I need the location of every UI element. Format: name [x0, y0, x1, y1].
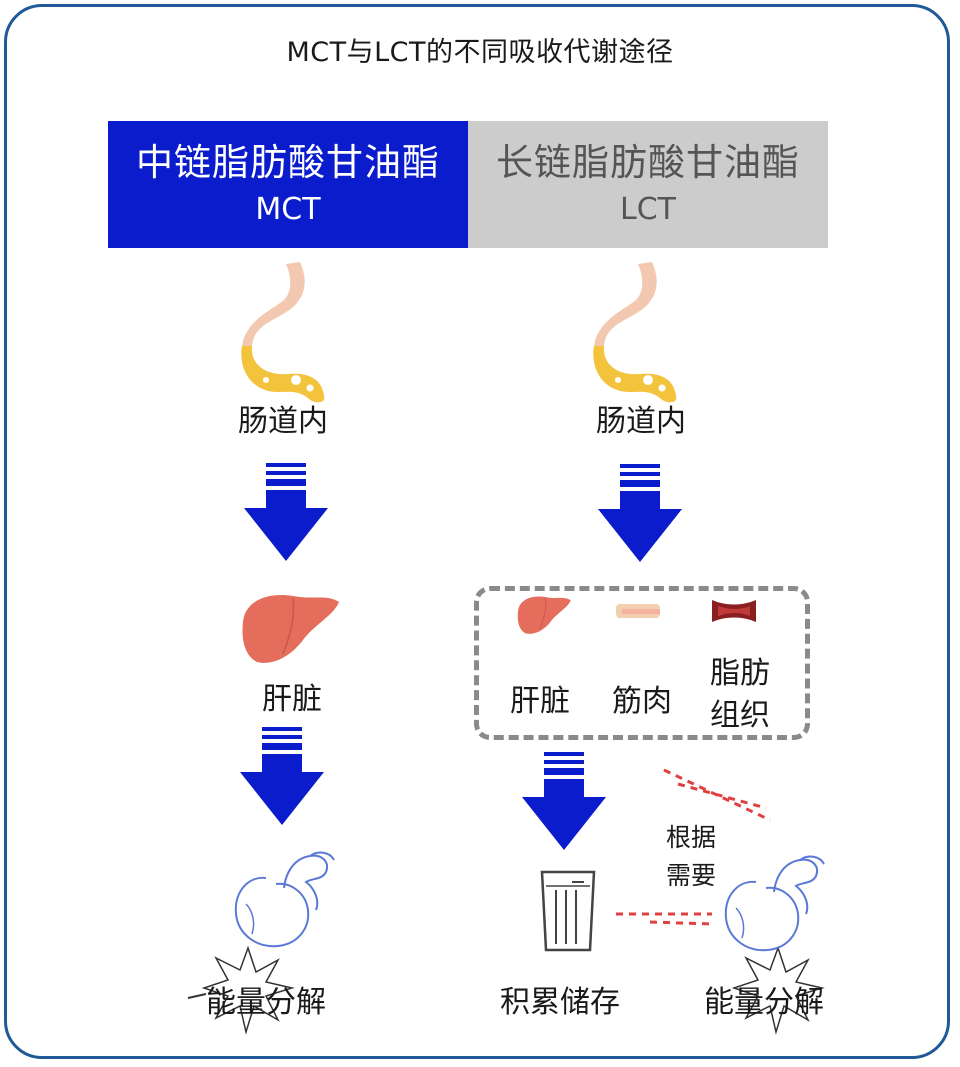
as-needed-dashed-arrow: [663, 768, 771, 822]
mct-header: 中链脂肪酸甘油酯 MCT: [108, 121, 468, 248]
mct-liver-icon: [241, 594, 340, 664]
lct-name: 长链脂肪酸甘油酯: [496, 140, 800, 184]
storage-container-icon: [540, 870, 596, 952]
mct-arrow-1: [244, 463, 328, 561]
storage-to-energy-dashed-arrow: [616, 912, 713, 926]
mct-abbr: MCT: [255, 191, 321, 227]
mct-liver-label: 肝脏: [262, 682, 322, 717]
lct-fat-tissue-icon: [712, 600, 756, 622]
mct-name: 中链脂肪酸甘油酯: [136, 140, 440, 184]
outer-frame: [4, 4, 950, 1059]
mct-intestine-label: 肠道内: [238, 404, 328, 439]
lct-strong-person-icon: [724, 855, 825, 952]
lct-energy-label: 能量分解: [704, 985, 824, 1020]
lct-storage-label: 积累储存: [500, 985, 620, 1020]
mct-intestine-icon: [241, 262, 325, 403]
lct-abbr: LCT: [620, 191, 676, 227]
lct-intestine-icon: [593, 262, 677, 403]
mct-energy-label: 能量分解: [206, 985, 326, 1020]
lct-fat-tissue-label-line1: 脂肪: [710, 656, 770, 691]
lct-tissues-box: [474, 586, 810, 740]
as-needed-label-line1: 根据: [666, 823, 717, 852]
lct-liver-label: 肝脏: [510, 684, 570, 719]
mct-spark-mark: [187, 993, 207, 999]
lct-arrow-2: [522, 752, 606, 850]
lct-header: 长链脂肪酸甘油酯 LCT: [468, 121, 828, 248]
lct-muscle-label: 筋肉: [612, 684, 672, 719]
mct-arrow-2: [240, 727, 324, 825]
lct-arrow-1: [598, 464, 682, 562]
lct-fat-tissue-label-line2: 组织: [710, 698, 770, 733]
as-needed-label-line2: 需要: [666, 861, 717, 890]
lct-intestine-label: 肠道内: [596, 404, 686, 439]
lct-muscle-icon: [616, 604, 660, 618]
mct-strong-person-icon: [234, 851, 335, 948]
lct-liver-icon: [517, 596, 572, 635]
diagram-title: MCT与LCT的不同吸收代谢途径: [286, 37, 674, 68]
